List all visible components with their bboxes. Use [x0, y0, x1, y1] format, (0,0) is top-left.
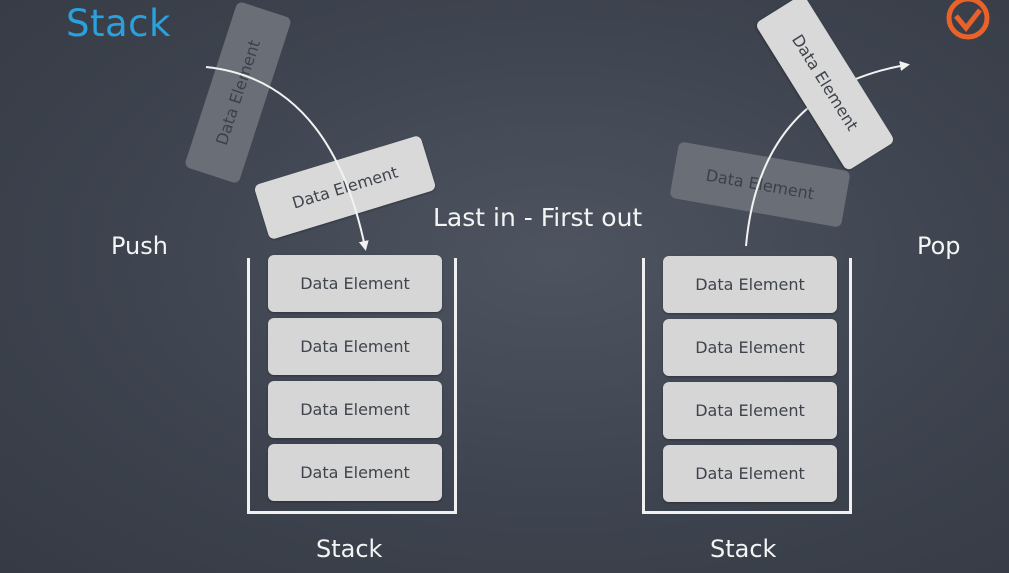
logo-icon: [946, 0, 990, 40]
lifo-label: Last in - First out: [433, 203, 643, 232]
push-arrow: [205, 66, 369, 251]
right-stack-element: Data Element: [663, 382, 837, 439]
right-stack-container: [642, 258, 852, 514]
right-stack-element: Data Element: [663, 256, 837, 313]
left-stack-container: [247, 258, 457, 514]
left-stack-element: Data Element: [268, 255, 442, 312]
right-stack-element: Data Element: [663, 319, 837, 376]
left-stack-label: Stack: [316, 535, 383, 563]
left-stack-element: Data Element: [268, 318, 442, 375]
pop-arrow: [745, 61, 910, 247]
pop-label: Pop: [917, 232, 961, 260]
push-label: Push: [111, 232, 168, 260]
right-stack-label: Stack: [710, 535, 777, 563]
left-stack-element: Data Element: [268, 444, 442, 501]
slide-title: Stack: [66, 2, 171, 45]
right-stack-element: Data Element: [663, 445, 837, 502]
left-stack-element: Data Element: [268, 381, 442, 438]
